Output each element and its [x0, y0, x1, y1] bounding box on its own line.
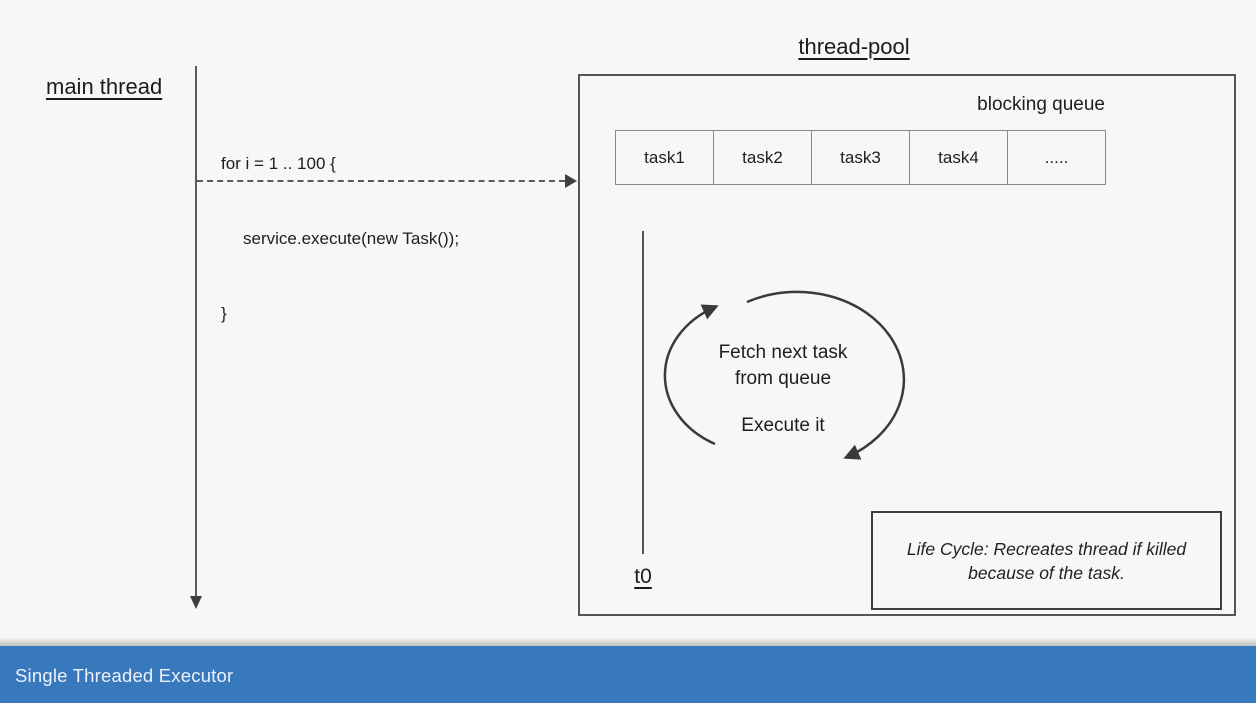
- worker-loop-description: Fetch next task from queue Execute it: [683, 340, 883, 439]
- queue-cell: task4: [909, 130, 1008, 185]
- footer-shadow: [0, 637, 1256, 646]
- queue-cell: task3: [811, 130, 910, 185]
- main-thread-lifeline: [195, 66, 197, 598]
- life-cycle-note: Life Cycle: Recreates thread if killed b…: [871, 511, 1222, 610]
- worker-thread-label: t0: [634, 565, 652, 588]
- cycle-text-line: from queue: [734, 368, 832, 389]
- thread-pool-title: thread-pool: [798, 34, 910, 59]
- life-cycle-note-line: because of the task.: [968, 562, 1125, 583]
- worker-thread-lifeline: [642, 231, 644, 554]
- blocking-queue-label: blocking queue: [977, 94, 1105, 115]
- main-thread-label: main thread: [46, 74, 163, 99]
- code-snippet: for i = 1 .. 100 { service.execute(new T…: [221, 101, 459, 376]
- cycle-arrows-icon: [663, 290, 906, 460]
- blocking-queue: task1 task2 task3 task4 .....: [615, 130, 1106, 185]
- thread-pool-box: blocking queue task1 task2 task3 task4 .…: [578, 74, 1236, 616]
- code-line: for i = 1 .. 100 {: [221, 154, 336, 173]
- submit-tasks-dashed-arrow: [197, 180, 565, 182]
- queue-cell: task2: [713, 130, 812, 185]
- queue-cell: .....: [1007, 130, 1106, 185]
- code-line: }: [221, 304, 227, 323]
- cycle-text-line: Execute it: [741, 415, 825, 436]
- queue-cell: task1: [615, 130, 714, 185]
- code-line: service.execute(new Task());: [243, 229, 460, 248]
- arrow-right-icon: [565, 174, 577, 188]
- arrow-down-icon: [190, 596, 202, 609]
- slide-title: Single Threaded Executor: [15, 664, 234, 686]
- cycle-text-line: Fetch next task: [718, 342, 848, 363]
- life-cycle-note-line: Life Cycle: Recreates thread if killed: [906, 538, 1187, 559]
- footer-bar: Single Threaded Executor: [0, 646, 1256, 703]
